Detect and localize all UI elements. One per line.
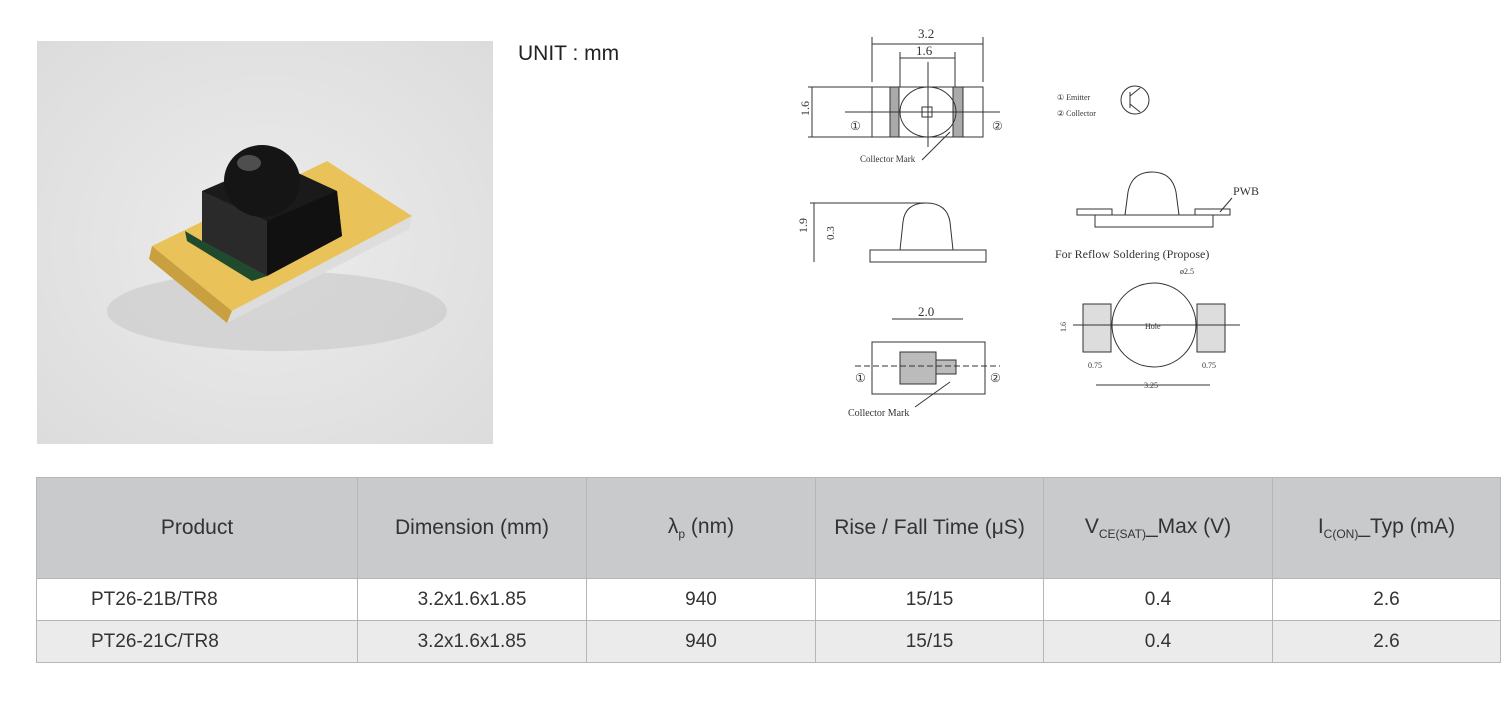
dim-side-height: 1.9	[796, 218, 810, 233]
header-vce: VCE(SAT)_Max (V)	[1043, 477, 1273, 579]
dim-top-inner: 1.6	[916, 43, 933, 58]
cell-ic: 2.6	[1272, 578, 1501, 621]
dim-top-height: 1.6	[798, 101, 812, 116]
cell-wavelength: 940	[586, 620, 816, 663]
header-dimension: Dimension (mm)	[357, 477, 587, 579]
cell-product: PT26-21C/TR8	[36, 620, 358, 663]
pad-width-left: 0.75	[1088, 361, 1102, 370]
product-photo	[37, 41, 493, 444]
hole-diameter: ø2.5	[1180, 267, 1194, 276]
hole-label: Hole	[1145, 322, 1161, 331]
dimension-drawing: 3.2 1.6 1.6 ① ② Collector Mark ① Emitter…	[796, 26, 1259, 419]
dim-top-width: 3.2	[918, 26, 934, 41]
header-wavelength: λp (nm)	[586, 477, 816, 579]
cell-dimension: 3.2x1.6x1.85	[357, 578, 587, 621]
cell-wavelength: 940	[586, 578, 816, 621]
pad-span: 3.25	[1144, 381, 1158, 390]
cell-rise-fall: 15/15	[815, 620, 1044, 663]
header-ic: IC(ON)_Typ (mA)	[1272, 477, 1501, 579]
dim-bottom-width: 2.0	[918, 304, 934, 319]
cell-vce: 0.4	[1043, 620, 1273, 663]
cell-ic: 2.6	[1272, 620, 1501, 663]
collector-label: ② Collector	[1057, 109, 1096, 118]
table-row: PT26-21B/TR8 3.2x1.6x1.85 940 15/15 0.4 …	[36, 578, 1501, 621]
pad-height: 1.6	[1059, 322, 1068, 332]
header-product: Product	[36, 477, 358, 579]
cell-product: PT26-21B/TR8	[36, 578, 358, 621]
pin1-label: ①	[850, 119, 861, 133]
cell-dimension: 3.2x1.6x1.85	[357, 620, 587, 663]
pwb-label: PWB	[1233, 184, 1259, 198]
pin2-bottom: ②	[990, 371, 1001, 385]
header-rise-fall: Rise / Fall Time (μS)	[815, 477, 1044, 579]
table-header-row: Product Dimension (mm) λp (nm) Rise / Fa…	[36, 477, 1501, 579]
cell-vce: 0.4	[1043, 578, 1273, 621]
pin1-bottom: ①	[855, 371, 866, 385]
reflow-caption: For Reflow Soldering (Propose)	[1055, 247, 1209, 261]
pin2-label: ②	[992, 119, 1003, 133]
cell-rise-fall: 15/15	[815, 578, 1044, 621]
emitter-label: ① Emitter	[1057, 93, 1091, 102]
collector-mark-label-2: Collector Mark	[848, 408, 909, 419]
product-table: Product Dimension (mm) λp (nm) Rise / Fa…	[36, 477, 1501, 663]
dim-side-base: 0.3	[825, 226, 837, 240]
collector-mark-label: Collector Mark	[860, 154, 916, 164]
pad-width-right: 0.75	[1202, 361, 1216, 370]
unit-label: UNIT : mm	[518, 42, 620, 65]
table-row: PT26-21C/TR8 3.2x1.6x1.85 940 15/15 0.4 …	[36, 620, 1501, 663]
